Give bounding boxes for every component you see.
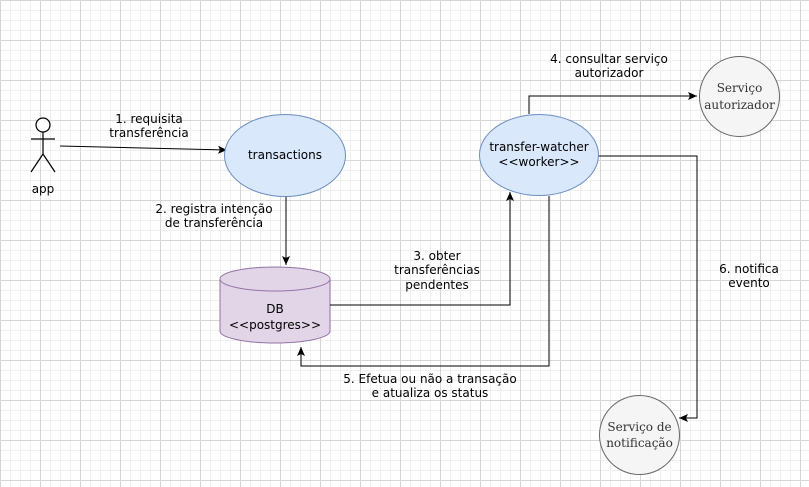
edge-4-label: 4. consultar serviço autorizador — [550, 52, 668, 81]
edge-2-label: 2. registra intenção de transferência — [155, 202, 273, 231]
edge-5-efetua[interactable] — [297, 196, 550, 367]
edge-6-notifica[interactable] — [597, 155, 698, 422]
node-db-label: DB <<postgres>> — [228, 302, 322, 332]
node-servico-autorizador[interactable]: Serviço autorizador — [699, 56, 780, 137]
actor-app-label: app — [31, 182, 55, 196]
edge-4-consultar[interactable] — [528, 92, 697, 114]
actor-app[interactable] — [30, 117, 56, 173]
edge-1-requisita[interactable] — [59, 145, 228, 154]
edge-3-label: 3. obter transferências pendentes — [394, 249, 480, 292]
node-transfer-watcher[interactable]: transfer-watcher <<worker>> — [479, 114, 599, 196]
edge-3-obter[interactable] — [330, 192, 514, 306]
db-cylinder[interactable] — [219, 266, 331, 344]
edge-6-label: 6. notifica evento — [719, 262, 779, 291]
edge-1-label: 1. requisita transferência — [109, 112, 189, 141]
node-servico-notificacao[interactable]: Serviço de notificação — [599, 395, 680, 475]
node-transactions[interactable]: transactions — [224, 114, 346, 197]
edge-5-label: 5. Efetua ou não a transação e atualiza … — [343, 372, 517, 401]
